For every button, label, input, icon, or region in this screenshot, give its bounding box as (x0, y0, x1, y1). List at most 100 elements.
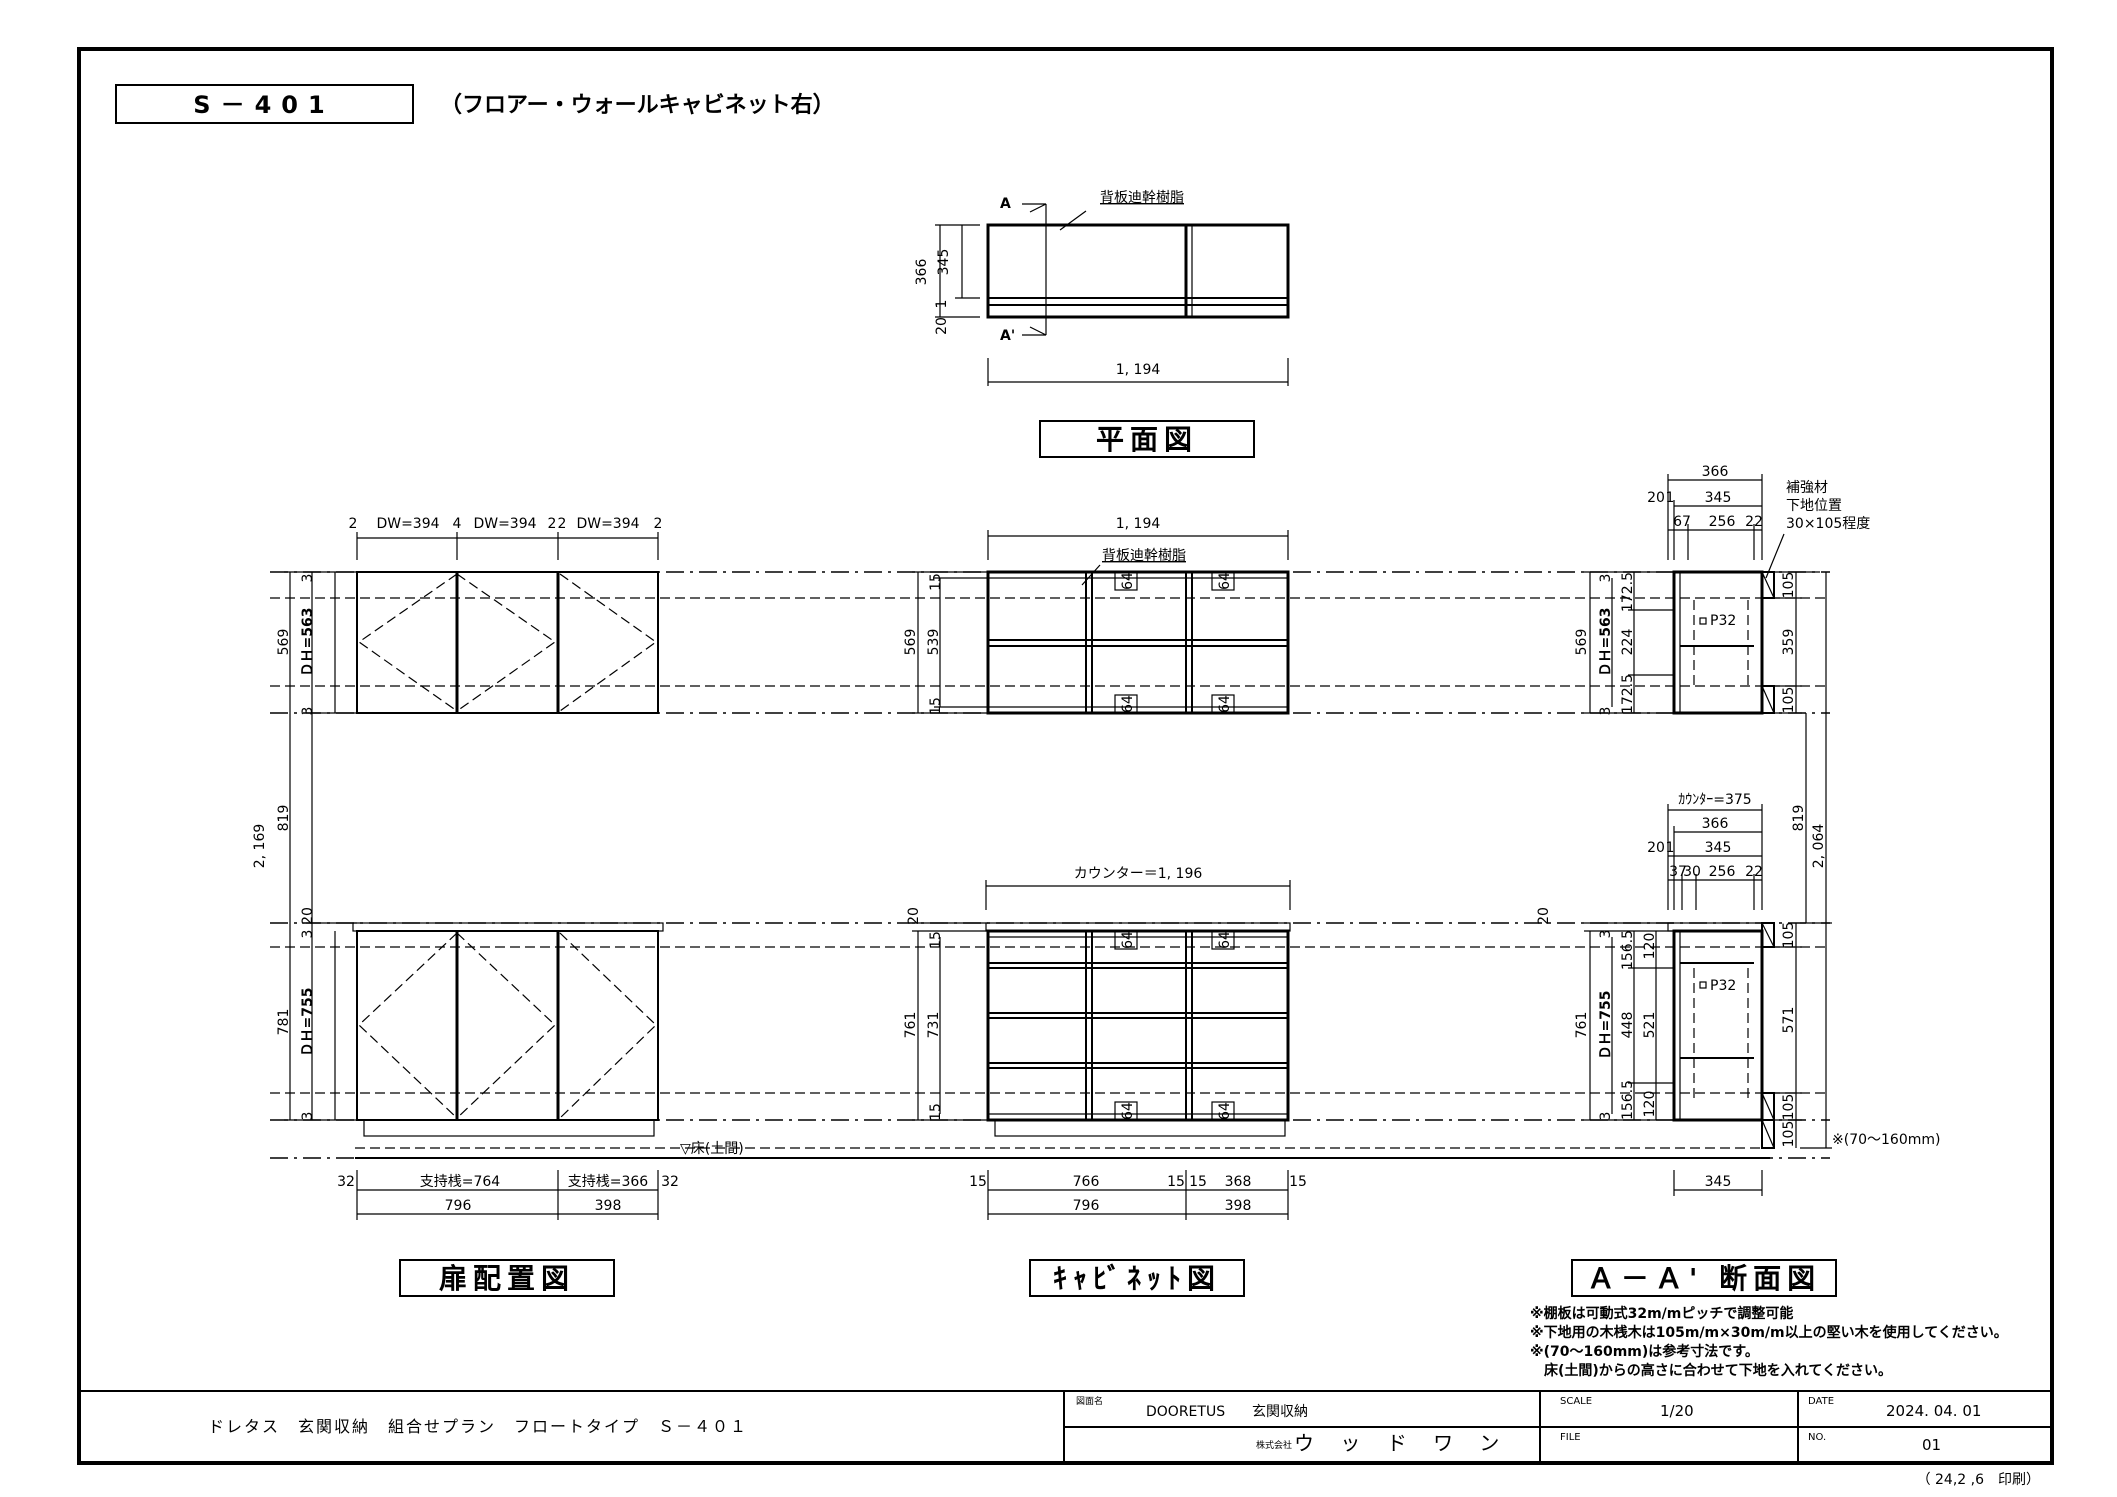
note-line: ※下地用の木桟木は105m/m×30m/m以上の堅い木を使用してください。 (1530, 1324, 2008, 1341)
door-support-right-edge: 32 (661, 1174, 679, 1190)
cabinet-shelf-label: 64 (1217, 695, 1233, 713)
plan-depth-back: 20 (934, 317, 950, 335)
lower-reinforce-top (1761, 922, 1775, 948)
cabinet-upper-inner: 539 (926, 629, 942, 656)
cabinet-lower-total: 761 (903, 1012, 919, 1039)
no-value: 01 (1922, 1436, 1941, 1454)
drawing-name-label: 図面名 (1076, 1395, 1103, 1407)
plan-view: A A' 背板迪幹樹脂 366 345 20 1 1, 194 平面図 (914, 189, 1290, 458)
section-top-parts-a: 67 (1673, 514, 1691, 530)
section-top-front: 1 (1666, 490, 1675, 506)
title-block: ドレタス 玄関収納 組合せプラン フロートタイプ Ｓ－４０１ 図面名 DOORE… (208, 1391, 2052, 1463)
cabinet-shelf-label: 64 (1217, 931, 1233, 949)
cabinet-lower-inner: 731 (926, 1012, 942, 1039)
door-support-right: 支持桟=366 (568, 1174, 649, 1190)
plan-depth-total: 366 (914, 259, 930, 286)
upper-reinforce-top (1761, 571, 1775, 599)
section-lower-gap-top: 3 (1598, 930, 1614, 939)
section-lower-c1: 120 (1642, 933, 1658, 960)
file-label: FILE (1560, 1432, 1581, 1443)
section-upper-s1: 172.5 (1620, 572, 1636, 612)
door-lower-gap-bottom: 3 (300, 1112, 316, 1121)
cabinet-bottom-total-right: 398 (1225, 1198, 1252, 1214)
door-lower-gap-top: 3 (300, 930, 316, 939)
plan-back-note: 背板迪幹樹脂 (1100, 189, 1184, 206)
section-upper-r2: 359 (1781, 629, 1797, 656)
print-note: （ 24,2 ,6 印刷） (1917, 1472, 2040, 1488)
door-lower-height: 781 (276, 1009, 292, 1036)
notes-block: ※棚板は可動式32m/mピッチで調整可能 ※下地用の木桟木は105m/m×30m… (1530, 1305, 2008, 1379)
door-total-height: 2, 169 (252, 824, 268, 869)
project-title: ドレタス 玄関収納 組合せプラン フロートタイプ Ｓ－４０１ (208, 1417, 748, 1436)
drawing-name-value: DOORETUS (1146, 1404, 1225, 1420)
note-line: ※(70～160mm)は参考寸法です。 (1530, 1343, 1759, 1360)
door-mid-gap: 819 (276, 805, 292, 832)
section-lower-front: 1 (1666, 840, 1675, 856)
section-upper-dh: ＤＨ=563 (1598, 608, 1614, 677)
drawing-name-value2: 玄関収納 (1252, 1403, 1308, 1420)
section-top-inner: 345 (1705, 490, 1732, 506)
door-gap-bottom: 3 (300, 707, 316, 716)
cabinet-upper-t2: 15 (928, 697, 944, 715)
plan-depth-front: 1 (934, 300, 950, 309)
door-dw-gap-right: 2 (654, 516, 663, 532)
section-lower-inner: 345 (1705, 840, 1732, 856)
section-counter-gap: 20 (1536, 907, 1552, 925)
door-support-left-edge: 32 (337, 1174, 355, 1190)
section-upper-gap-top: 3 (1598, 574, 1614, 583)
model-box (115, 84, 414, 124)
cabinet-bottom-edge-left: 15 (969, 1174, 987, 1190)
door-layout-view: 2 DW=394 4 DW=394 2 2 DW=394 2 ▽床(土間) (252, 516, 1770, 1297)
guide-lines (270, 571, 1830, 1159)
door-upper-height: 569 (276, 629, 292, 656)
cabinet-upper-t1: 15 (928, 573, 944, 591)
cabinet-bottom-total-left: 796 (1073, 1198, 1100, 1214)
cabinet-lower-t1: 15 (928, 931, 944, 949)
section-top-parts-c: 22 (1745, 514, 1763, 530)
cabinet-lower-t2: 15 (928, 1103, 944, 1121)
section-lower-total: 761 (1574, 1012, 1590, 1039)
cabinet-shelf-label: 64 (1217, 572, 1233, 590)
door-dw-gap-mid3: 2 (558, 516, 567, 532)
door-dw2: DW=394 (473, 516, 536, 532)
no-label: NO. (1808, 1432, 1826, 1443)
cabinet-shelf-label: 64 (1120, 1102, 1136, 1120)
door-lower-dh: ＤＨ=755 (300, 988, 316, 1057)
cabinet-bottom-mid2: 15 (1189, 1174, 1207, 1190)
section-lower-parts-a: 37 (1669, 864, 1687, 880)
outer-frame (77, 47, 2054, 1465)
cabinet-view: 1, 194 背板迪幹樹脂 64 64 64 64 569 539 15 15 (903, 516, 1307, 1297)
door-dw3: DW=394 (576, 516, 639, 532)
section-lower-depth: 366 (1702, 816, 1729, 832)
cabinet-upper-total: 569 (903, 629, 919, 656)
door-dw1: DW=394 (376, 516, 439, 532)
section-reinforce-3: 30×105程度 (1786, 516, 1870, 532)
section-total-right: 2, 064 (1811, 824, 1827, 869)
date-value: 2024. 04. 01 (1886, 1402, 1981, 1420)
section-lower-r3: 105 (1781, 1094, 1797, 1121)
section-upper-s2: 224 (1620, 629, 1636, 656)
cabinet-counter-width: カウンター＝1, 196 (1074, 866, 1203, 882)
floor-reinforce (1761, 1119, 1775, 1149)
upper-reinforce-bottom (1761, 685, 1775, 714)
door-counter-gap: 20 (300, 907, 316, 925)
door-caption: 扉配置図 (439, 1262, 575, 1295)
section-upper-s3: 172.5 (1620, 674, 1636, 714)
plan-width: 1, 194 (1116, 362, 1161, 378)
section-float-note: ※(70～160mm) (1832, 1132, 1940, 1148)
cabinet-bottom-w1: 766 (1073, 1174, 1100, 1190)
door-dw-gap-mid1: 4 (453, 516, 462, 532)
scale-label: SCALE (1560, 1396, 1592, 1407)
section-view: 366 20 1 345 67 256 22 補強材 下地位置 30×105程度… (1536, 464, 1940, 1297)
door-width-right: 398 (595, 1198, 622, 1214)
section-upper-gap-bottom: 3 (1598, 707, 1614, 716)
door-upper-dh: ＤＨ=563 (300, 608, 316, 677)
door-gap-top: 3 (300, 574, 316, 583)
cabinet-bottom-w2: 368 (1225, 1174, 1252, 1190)
section-lower-parts-d: 22 (1745, 864, 1763, 880)
scale-value: 1/20 (1660, 1402, 1694, 1420)
section-lower-parts-c: 256 (1709, 864, 1736, 880)
section-lower-r2: 571 (1781, 1007, 1797, 1034)
section-top-parts-b: 256 (1709, 514, 1736, 530)
